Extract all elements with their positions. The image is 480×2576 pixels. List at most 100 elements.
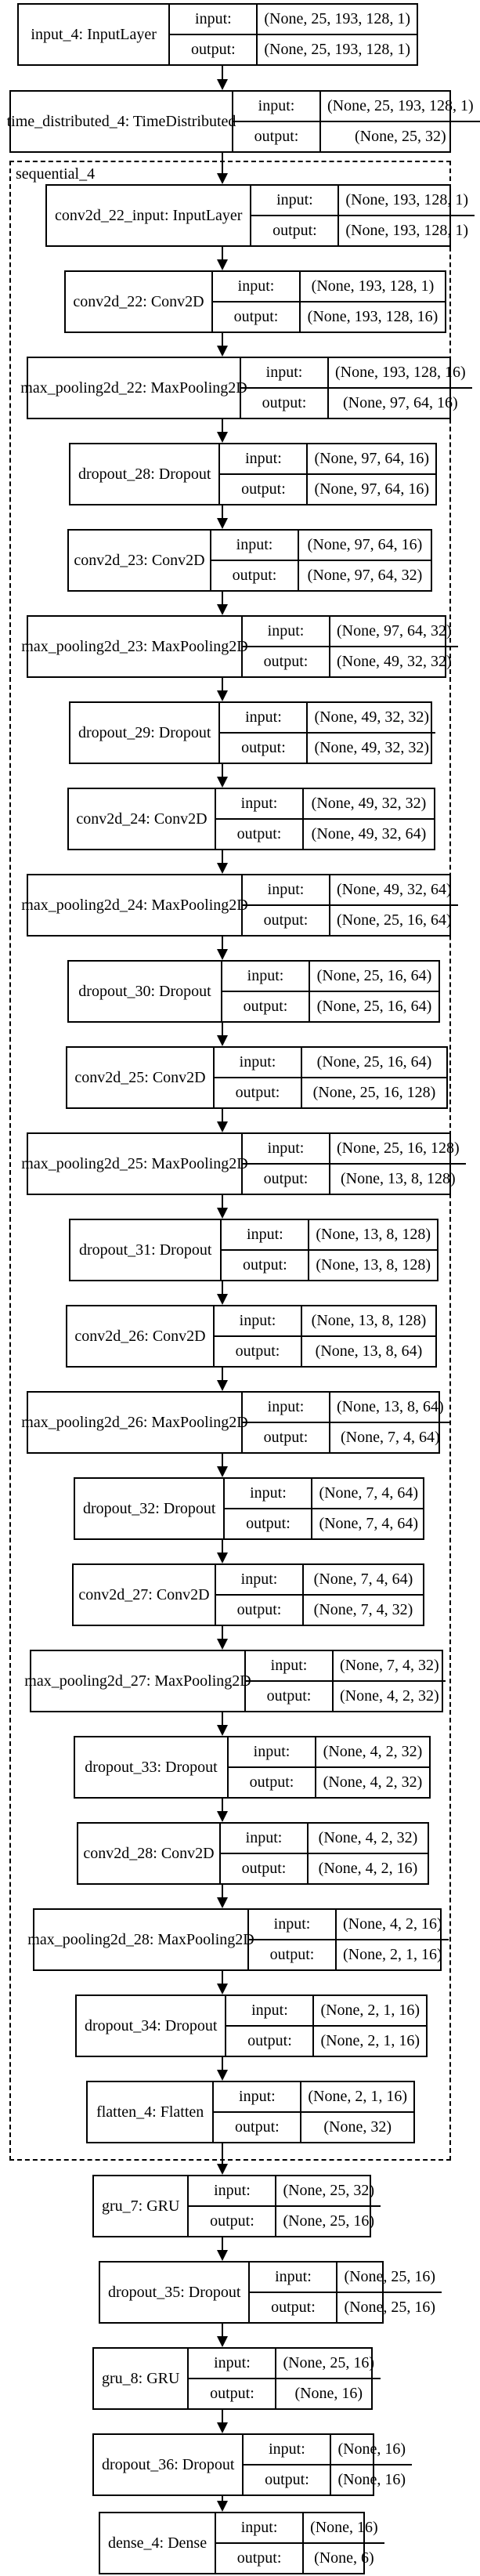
layer-name: conv2d_22: Conv2D bbox=[66, 272, 213, 332]
output-label: output: bbox=[243, 1423, 330, 1452]
output-label: output: bbox=[215, 1337, 302, 1366]
input-shape: (None, 97, 64, 16) bbox=[307, 536, 423, 553]
input-label: input: bbox=[216, 789, 304, 818]
input-shape: (None, 25, 16) bbox=[283, 2354, 375, 2371]
input-shape: (None, 25, 16, 128) bbox=[337, 1139, 460, 1157]
output-shape: (None, 25, 193, 128, 1) bbox=[264, 41, 410, 58]
arrow-head-icon bbox=[217, 79, 228, 90]
output-label: output: bbox=[229, 1768, 316, 1797]
output-label: output: bbox=[246, 1682, 334, 1711]
output-label: output: bbox=[215, 1078, 302, 1107]
input-label: input: bbox=[170, 5, 258, 34]
output-shape: (None, 16) bbox=[294, 2385, 363, 2402]
input-label: input: bbox=[250, 2263, 338, 2292]
input-shape: (None, 25, 193, 128, 1) bbox=[264, 10, 410, 27]
arrow-head-icon bbox=[217, 2422, 228, 2433]
output-label: output: bbox=[213, 303, 301, 332]
input-shape: (None, 2, 1, 16) bbox=[308, 2088, 407, 2105]
input-label: input: bbox=[221, 1824, 309, 1853]
input-shape: (None, 25, 193, 128, 1) bbox=[327, 97, 474, 114]
output-shape: (None, 25, 32) bbox=[355, 128, 446, 145]
input-label: input: bbox=[220, 703, 309, 732]
output-shape: (None, 16) bbox=[337, 2471, 406, 2488]
input-shape: (None, 16) bbox=[310, 2519, 378, 2536]
output-label: output: bbox=[221, 1854, 309, 1883]
input-shape: (None, 193, 128, 1) bbox=[311, 277, 435, 295]
layer-name: gru_8: GRU bbox=[94, 2349, 189, 2408]
arrow-head-icon bbox=[217, 2336, 228, 2347]
output-shape: (None, 25, 16, 128) bbox=[312, 1084, 436, 1101]
input-shape: (None, 13, 8, 128) bbox=[316, 1226, 431, 1243]
layer-name: max_pooling2d_22: MaxPooling2D bbox=[20, 358, 247, 418]
output-label: output: bbox=[243, 1165, 330, 1194]
output-label: output: bbox=[244, 2465, 332, 2494]
input-label: input: bbox=[243, 1393, 330, 1422]
input-shape: (None, 25, 32) bbox=[283, 2182, 375, 2199]
layer-name: flatten_4: Flatten bbox=[88, 2082, 215, 2142]
input-shape: (None, 16) bbox=[337, 2440, 406, 2458]
output-label: output: bbox=[216, 820, 304, 849]
input-label: input: bbox=[246, 1651, 334, 1680]
input-label: input: bbox=[241, 358, 329, 387]
input-label: input: bbox=[229, 1737, 316, 1766]
output-shape: (None, 49, 32, 64) bbox=[311, 825, 427, 842]
output-label: output: bbox=[189, 2379, 277, 2408]
input-label: input: bbox=[215, 1306, 302, 1335]
layer-name: max_pooling2d_24: MaxPooling2D bbox=[21, 875, 248, 935]
output-label: output: bbox=[211, 561, 299, 590]
layer-name: dropout_32: Dropout bbox=[75, 1479, 226, 1538]
layer-name: conv2d_22_input: InputLayer bbox=[47, 186, 252, 245]
input-shape: (None, 7, 4, 64) bbox=[313, 1571, 413, 1588]
layer-name: max_pooling2d_25: MaxPooling2D bbox=[21, 1134, 248, 1194]
layer-name: input_4: InputLayer bbox=[19, 5, 171, 64]
output-shape: (None, 7, 4, 32) bbox=[313, 1601, 413, 1618]
input-shape: (None, 25, 16, 64) bbox=[316, 967, 432, 984]
layer-name: conv2d_25: Conv2D bbox=[67, 1048, 215, 1107]
layer-name: max_pooling2d_23: MaxPooling2D bbox=[21, 617, 248, 676]
output-label: output: bbox=[216, 2544, 305, 2573]
input-shape: (None, 4, 2, 32) bbox=[318, 1829, 418, 1846]
output-label: output: bbox=[243, 647, 330, 676]
input-shape: (None, 25, 16) bbox=[344, 2268, 436, 2285]
input-label: input: bbox=[216, 1565, 304, 1594]
input-label: input: bbox=[225, 1479, 313, 1508]
input-label: input: bbox=[249, 1910, 337, 1939]
output-label: output: bbox=[225, 1509, 313, 1538]
output-shape: (None, 49, 32, 32) bbox=[314, 739, 430, 756]
input-label: input: bbox=[226, 1996, 315, 2025]
input-label: input: bbox=[244, 2435, 332, 2464]
input-label: input: bbox=[189, 2176, 277, 2205]
output-label: output: bbox=[226, 2027, 315, 2056]
output-shape: (None, 13, 8, 64) bbox=[315, 1342, 423, 1360]
layer-name: max_pooling2d_26: MaxPooling2D bbox=[21, 1393, 248, 1452]
output-label: output: bbox=[220, 734, 309, 763]
input-label: input: bbox=[243, 875, 330, 904]
output-shape: (None, 25, 16, 64) bbox=[316, 998, 432, 1015]
layer-name: dropout_30: Dropout bbox=[69, 962, 222, 1021]
output-label: output: bbox=[222, 992, 310, 1021]
layer-name: dense_4: Dense bbox=[100, 2513, 217, 2573]
layer-name: dropout_35: Dropout bbox=[100, 2263, 251, 2322]
input-label: input: bbox=[243, 617, 330, 646]
arrow-head-icon bbox=[217, 2164, 228, 2175]
input-shape: (None, 4, 2, 32) bbox=[323, 1743, 423, 1760]
layer-name: dropout_31: Dropout bbox=[70, 1220, 222, 1280]
output-label: output: bbox=[243, 906, 330, 935]
layer-name: conv2d_24: Conv2D bbox=[69, 789, 216, 849]
output-shape: (None, 4, 2, 32) bbox=[323, 1773, 423, 1791]
input-shape: (None, 25, 16, 64) bbox=[316, 1053, 432, 1071]
